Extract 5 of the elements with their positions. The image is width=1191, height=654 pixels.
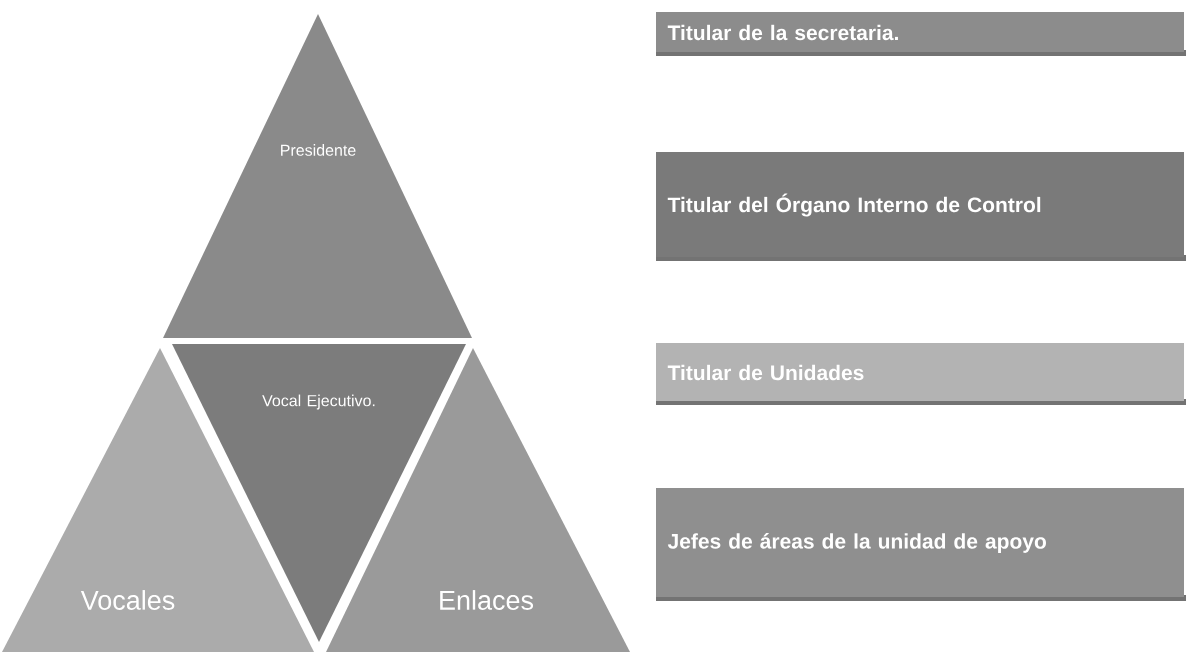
label-box: Titular del Órgano Interno de Control	[656, 152, 1186, 261]
triangle: Presidente	[163, 14, 472, 338]
label-box: Titular de Unidades	[656, 343, 1186, 405]
label-box: Titular de la secretaria.	[656, 12, 1186, 56]
label-box: Jefes de áreas de la unidad de apoyo	[656, 488, 1186, 601]
